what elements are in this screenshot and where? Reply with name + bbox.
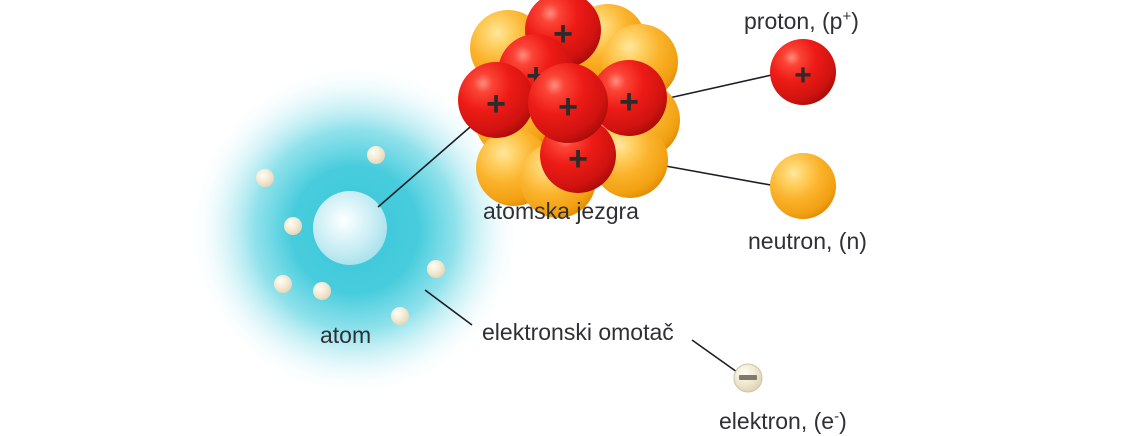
label-proton: proton, (p+): [744, 8, 859, 34]
electron-dot: [367, 146, 385, 164]
callout-proton-charge-glyph: +: [794, 59, 812, 92]
electron-dot: [274, 275, 292, 293]
proton-charge-glyph: +: [558, 88, 578, 126]
callout-neutron-particle: [770, 153, 836, 219]
leader-line-nucleus-to-neutron: [659, 164, 777, 187]
nucleus-proton: +: [528, 63, 608, 143]
proton-charge-glyph: +: [486, 85, 506, 123]
label-electron-shell: elektronski omotač: [482, 319, 674, 345]
label-electron-superscript: -: [834, 408, 839, 425]
electron-dot: [427, 260, 445, 278]
label-electron: elektron, (e-): [719, 408, 847, 434]
proton-charge-glyph: +: [568, 140, 588, 178]
label-electron-main: elektron, (e: [719, 408, 834, 434]
callout-proton-particle: +: [770, 39, 836, 105]
orbiting-electron-dots: [256, 146, 445, 325]
label-proton-superscript: +: [842, 8, 851, 25]
electron-charge-glyph: [739, 375, 757, 380]
electron-dot: [284, 217, 302, 235]
label-atom: atom: [320, 322, 371, 348]
label-proton-close: ): [851, 8, 859, 34]
atom-inner-nucleus-sphere: [313, 191, 387, 265]
nucleus-proton: +: [591, 60, 667, 136]
electron-dot: [313, 282, 331, 300]
nucleus-proton: +: [458, 62, 534, 138]
callout-electron-particle: [733, 363, 763, 393]
label-atomic-nucleus: atomska jezgra: [483, 198, 639, 224]
leader-line-shell-to-label: [424, 289, 473, 326]
leader-line-nucleus-to-proton: [659, 73, 777, 101]
electron-dot: [256, 169, 274, 187]
label-neutron: neutron, (n): [748, 228, 867, 254]
electron-dot: [391, 307, 409, 325]
leader-line-label-to-electron: [691, 339, 738, 373]
proton-charge-glyph: +: [619, 83, 639, 121]
nucleus-protons-front: + + + + +: [458, 0, 667, 193]
label-proton-main: proton, (p: [744, 8, 842, 34]
nucleus-cluster-group: + + + + +: [458, 0, 680, 218]
atom-cloud-group: [187, 62, 523, 398]
label-electron-close: ): [839, 408, 847, 434]
